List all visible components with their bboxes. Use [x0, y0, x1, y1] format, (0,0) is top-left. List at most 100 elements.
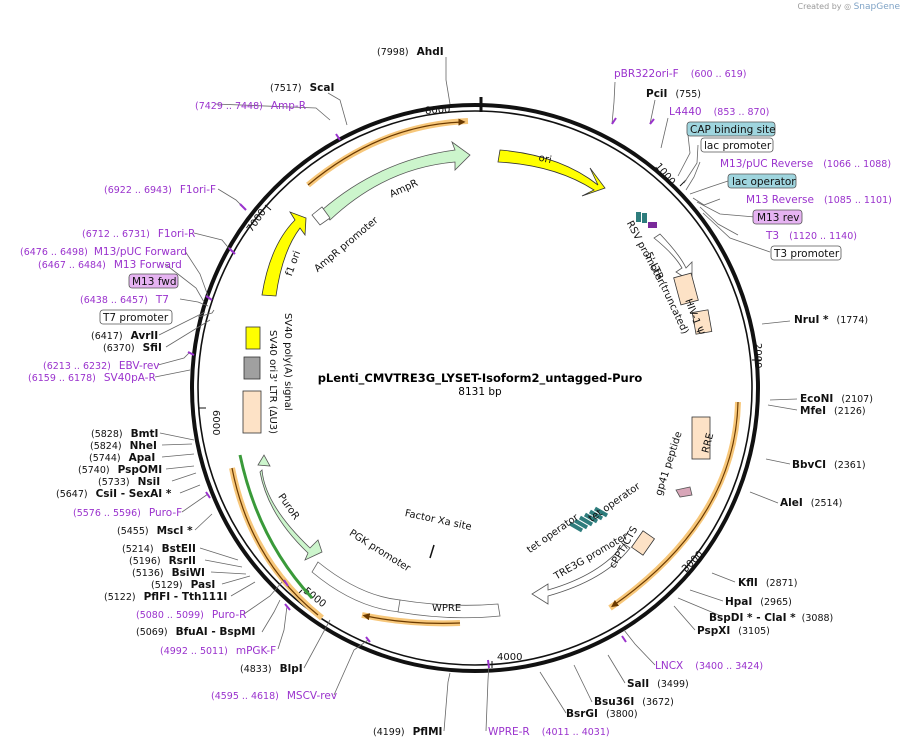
enzyme-bmti: (5828)BmtI — [91, 428, 158, 440]
enzyme-econi: EcoNI(2107) — [800, 393, 873, 405]
orange-arc-bottom-line — [362, 613, 461, 624]
enzyme-sali: SalI(3499) — [627, 678, 689, 690]
primer-range: (4595 .. 4618) — [211, 691, 279, 702]
gp41-block — [675, 486, 693, 498]
backbone-inner — [197, 110, 753, 666]
enzyme-nsii: (5733)NsiI — [98, 476, 160, 488]
ori-arrow — [497, 149, 606, 197]
enzyme-pflmi: (4199)PflMI — [373, 726, 442, 738]
enzyme-pos: (3088) — [802, 613, 834, 624]
primer-name: T3 — [765, 230, 779, 242]
primer-range: (1120 .. 1140) — [789, 231, 857, 242]
lac-operator-label: lac operator — [732, 176, 796, 188]
enzyme-pos: (2871) — [766, 578, 798, 589]
enzyme-name: PflFI - Tth111I — [144, 591, 228, 603]
enzyme-pos: (3499) — [657, 679, 689, 690]
pgk-promoter-label: PGK promoter — [347, 528, 413, 575]
enzyme-csii-sexai: (5647)CsiI - SexAI * — [56, 488, 172, 500]
wpre-arrow — [397, 599, 501, 619]
enzyme-pos: (2126) — [834, 406, 866, 417]
enzyme-pos: (7517) — [270, 83, 302, 94]
enzyme-pos: (2361) — [834, 460, 866, 471]
primer-range: (6159 .. 6178) — [28, 373, 96, 384]
enzyme-name: BsiWI — [172, 567, 205, 579]
enzyme-bfuai-bspmi: (5069)BfuAI - BspMI — [136, 626, 255, 638]
rre-block — [691, 416, 711, 460]
ampr-label: AmpR — [388, 178, 420, 201]
primer-range: (6922 .. 6943) — [104, 185, 172, 196]
primer-name: mPGK-F — [236, 645, 276, 657]
ltr3-label: 3' LTR (ΔU3) — [267, 373, 278, 434]
enzyme-avrii: (6417)AvrII — [91, 330, 158, 342]
credit-brand: SnapGene — [853, 2, 900, 12]
enzyme-pos: (5122) — [104, 592, 136, 603]
factor-xa-label: Factor Xa site — [404, 508, 473, 533]
snapgene-credit: Created by ◎ SnapGene — [798, 2, 901, 12]
enzyme-name: MfeI — [800, 405, 826, 417]
primer-name: M13 Forward — [114, 259, 182, 271]
enzyme-pos: (5740) — [78, 465, 110, 476]
enzyme-name: BmtI — [131, 428, 159, 440]
enzyme-name: AhdI — [417, 46, 444, 58]
lac-operator-box — [727, 173, 797, 189]
tick-4000: 4000 — [497, 652, 522, 663]
enzyme-pflfi-tth111i: (5122) PflFI - Tth111I — [104, 591, 227, 603]
cap-site-bar-2 — [642, 213, 647, 223]
sv40-ori-block — [245, 326, 261, 350]
primer-name: M13/pUC Forward — [94, 246, 187, 258]
m13-rev-box — [752, 209, 803, 225]
cap-binding-site-box — [686, 121, 776, 137]
primer-puro-f: (5576 .. 5596)Puro-F — [73, 507, 182, 519]
primer-lncx: LNCX(3400 .. 3424) — [655, 660, 763, 672]
enzyme-nrui: NruI *(1774) — [794, 314, 868, 326]
enzyme-pos: (5647) — [56, 489, 88, 500]
m13-rev-label: M13 rev — [757, 212, 800, 224]
enzyme-name: KflI — [738, 577, 758, 589]
primer-amp-r: (7429 .. 7448)Amp-R — [195, 100, 306, 112]
orange-arc-right-line — [611, 401, 739, 608]
puror-arrow — [259, 469, 323, 561]
enzyme-name: PspOMI — [118, 464, 163, 476]
primer-m13-reverse: M13 Reverse(1085 .. 1101) — [746, 194, 892, 206]
ampr-promoter-arrow — [311, 206, 331, 226]
enzyme-pos: (6370) — [103, 343, 135, 354]
primer-range: (6712 .. 6731) — [82, 229, 150, 240]
primer-name: F1ori-R — [158, 228, 195, 240]
enzyme-name: PciI — [646, 88, 667, 100]
primer-range: (4011 .. 4031) — [542, 727, 610, 738]
enzyme-pos: (5824) — [90, 441, 122, 452]
tick-1000: 1000 — [652, 161, 677, 188]
enzyme-name: BsrGI — [566, 708, 598, 720]
primer-wpre-r: WPRE-R(4011 .. 4031) — [488, 726, 610, 738]
orange-arc-top-line — [307, 118, 466, 186]
enzyme-pos: (5733) — [98, 477, 130, 488]
enzyme-msci: (5455)MscI * — [117, 525, 193, 537]
enzyme-hpai: HpaI(2965) — [725, 596, 792, 608]
primer-m13-forward: (6467 .. 6484)M13 Forward — [38, 259, 182, 271]
primer-range: (6476 .. 6498) — [20, 247, 88, 258]
primer-range: (1066 .. 1088) — [823, 159, 891, 170]
m13-fwd-label: M13 fwd — [132, 276, 177, 288]
tet-operator-label-1: tet operator — [525, 512, 581, 556]
puror-head — [257, 454, 271, 467]
enzyme-kfli: KflI (2871) — [738, 577, 797, 589]
enzyme-pspxi: PspXI(3105) — [697, 625, 770, 637]
primer-name: LNCX — [655, 660, 683, 672]
wpre-label: WPRE — [432, 603, 461, 614]
enzyme-rsrii: (5196)RsrII — [129, 555, 196, 567]
primer-name: MSCV-rev — [287, 690, 337, 702]
tick-2000: 2000 — [752, 343, 763, 368]
enzyme-mfei: MfeI (2126) — [800, 405, 866, 417]
rre-label: RRE — [700, 432, 716, 454]
primer-range: (6438 .. 6457) — [80, 295, 148, 306]
enzyme-bbvci: BbvCI(2361) — [792, 459, 866, 471]
cppt-block — [630, 530, 656, 556]
primer-m13-puc-forward: (6476 .. 6498) M13/pUC Forward — [20, 246, 187, 258]
enzyme-name: ScaI — [310, 82, 335, 94]
enzyme-pos: (3800) — [606, 709, 638, 720]
enzyme-pcii: PciI(755) — [646, 88, 701, 100]
enzyme-ahdi: (7998)AhdI — [377, 46, 444, 58]
f1-ori-arrow — [261, 211, 307, 297]
enzyme-name: SfiI — [143, 342, 162, 354]
